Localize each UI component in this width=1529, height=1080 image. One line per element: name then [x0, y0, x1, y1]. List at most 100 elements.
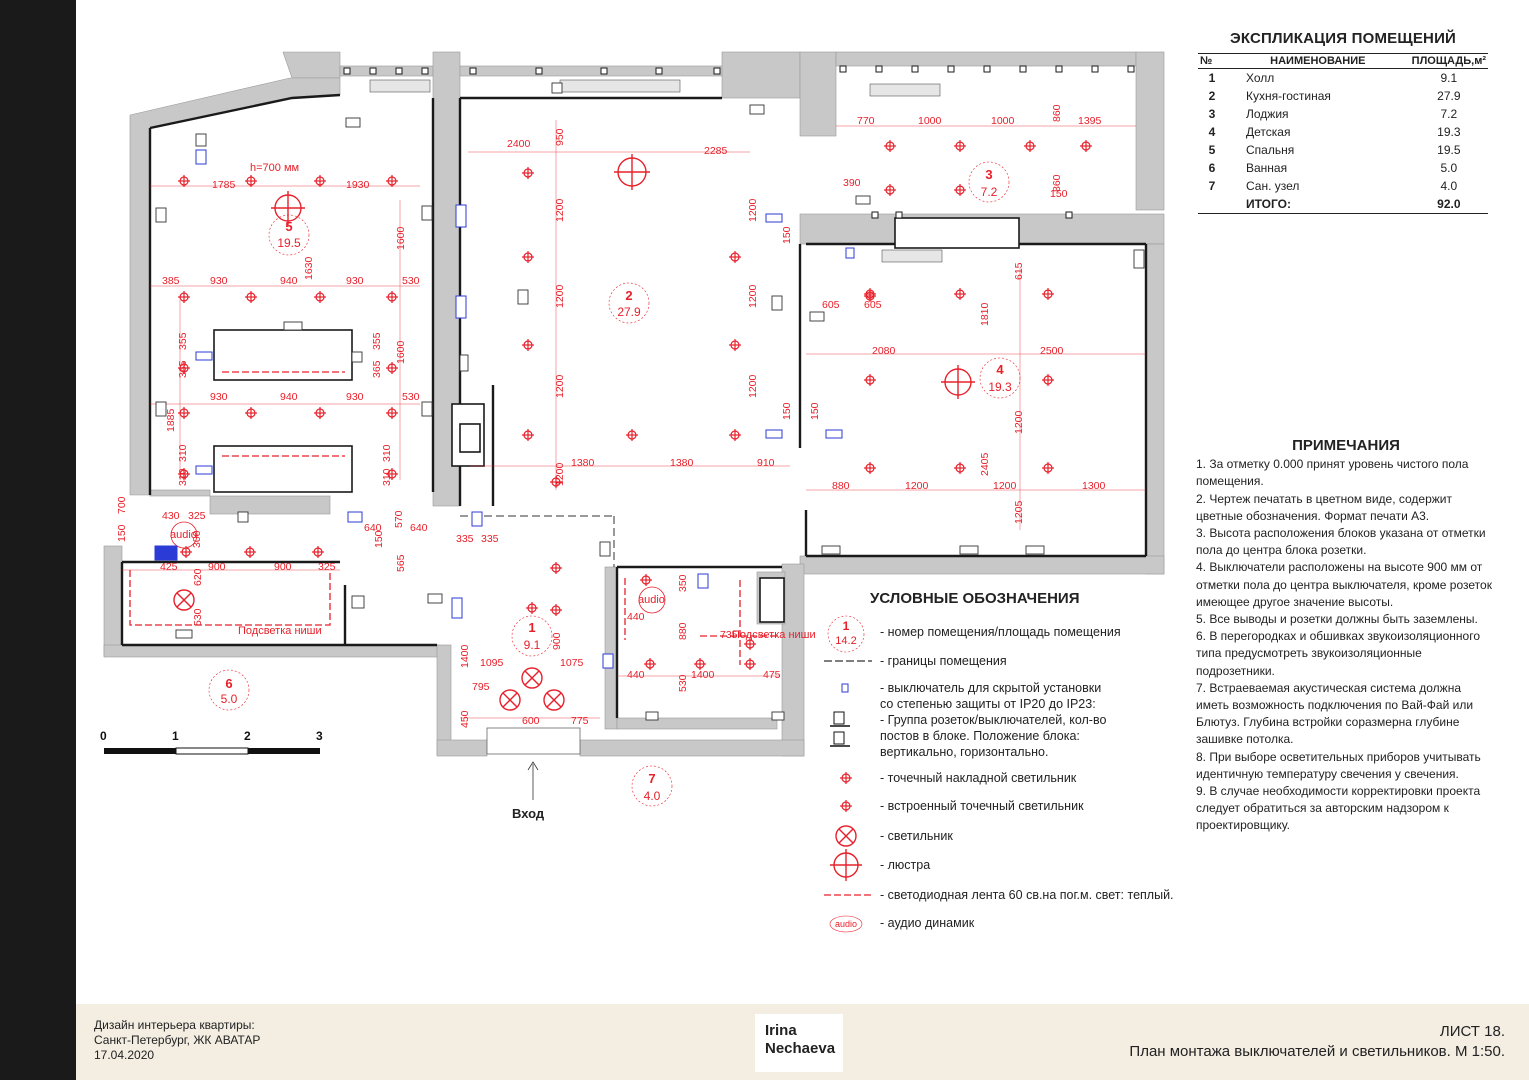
spot-light-icon [386, 291, 398, 303]
dim: 335 [481, 533, 499, 545]
legend-item: - границы помещения [880, 654, 1007, 668]
spot-light-icon [522, 429, 534, 441]
dim: 640 [410, 522, 428, 534]
notes-title: ПРИМЕЧАНИЯ [1292, 437, 1400, 454]
dim: 910 [757, 457, 775, 469]
spot-light-icon [729, 429, 741, 441]
spot-light-icon [550, 604, 562, 616]
room-7-number: 7 [648, 771, 655, 786]
dim: 930 [346, 275, 364, 287]
legend-item: - светильник [880, 829, 953, 843]
chandeliers [271, 154, 975, 399]
dim: 325 [188, 510, 206, 522]
spot-light-icon [744, 638, 756, 650]
dim: 365 [177, 360, 189, 378]
project-line-1: Дизайн интерьера квартиры: [94, 1018, 255, 1032]
spot-light-icon [1042, 374, 1054, 386]
windows [343, 65, 1135, 219]
dim: 795 [472, 681, 490, 693]
dim: 385 [162, 275, 180, 287]
dim: 430 [162, 510, 180, 522]
spot-light-icon [1042, 462, 1054, 474]
spot-light-icon [729, 251, 741, 263]
dim: 1300 [1082, 480, 1106, 492]
legend-item: - номер помещения/площадь помещения [880, 625, 1121, 639]
height-note: h=700 мм [250, 162, 299, 174]
logo-line-1: Irina [765, 1022, 797, 1039]
dim: 2400 [507, 138, 531, 150]
dim: 440 [627, 669, 645, 681]
dim: 1200 [747, 198, 759, 222]
spot-lights [178, 140, 1092, 670]
spot-light-icon [626, 429, 638, 441]
dim: 1380 [571, 457, 595, 469]
dim: 325 [318, 561, 336, 573]
audio-speakers [170, 521, 666, 614]
spot-light-icon [864, 374, 876, 386]
dim: 355 [177, 332, 189, 350]
spot-light-icon [314, 407, 326, 419]
dim: 1200 [554, 374, 566, 398]
note-item: 6. В перегородках и обшивках звукоизоляц… [1196, 629, 1481, 678]
dim: 950 [554, 128, 566, 146]
scale-label-0: 0 [100, 729, 107, 743]
spot-light-icon [1042, 288, 1054, 300]
dim: 425 [160, 561, 178, 573]
dim: 310 [177, 444, 189, 462]
spot-light-icon [245, 407, 257, 419]
dim: 735 [720, 629, 738, 641]
legend-item: - люстра [880, 858, 931, 872]
dim: 450 [459, 710, 471, 728]
dim: 2285 [704, 145, 728, 157]
spot-light-icon [314, 291, 326, 303]
spot-light-icon [864, 290, 876, 302]
room-3-area: 7.2 [981, 185, 998, 199]
spot-light-icon [314, 175, 326, 187]
room-5-number: 5 [285, 219, 292, 234]
dim: 1000 [991, 115, 1015, 127]
niche-light-label-6: Подсветка ниши [238, 625, 322, 637]
dim: 565 [395, 554, 407, 572]
spot-light-icon [1080, 140, 1092, 152]
audio-icon [829, 915, 863, 933]
dim: 150 [781, 402, 793, 420]
project-line-2: Санкт-Петербург, ЖК АВАТАР [94, 1033, 261, 1047]
dim: 530 [402, 275, 420, 287]
spot-light-icon [522, 251, 534, 263]
spot-light-icon [178, 362, 190, 374]
dim: 770 [857, 115, 875, 127]
dim: 310 [177, 468, 189, 486]
dim: 940 [280, 275, 298, 287]
spot-light-icon [386, 362, 398, 374]
dim: 605 [864, 299, 882, 311]
dim: 1380 [670, 457, 694, 469]
spot-light-icon [386, 468, 398, 480]
room-7-area: 4.0 [644, 789, 661, 803]
scale-bar: 0 1 2 3 [100, 729, 323, 755]
dim: 150 [1050, 188, 1068, 200]
dim: 615 [1013, 262, 1025, 280]
legend-room-area: 14.2 [835, 635, 856, 647]
dim: 2405 [979, 452, 991, 476]
dim: 1785 [212, 179, 236, 191]
legend-item: - встроенный точечный светильник [880, 799, 1084, 813]
room-2-number: 2 [625, 288, 632, 303]
luminaires [173, 589, 565, 711]
dim: 2500 [1040, 345, 1064, 357]
dim: 1200 [554, 284, 566, 308]
note-item: 5. Все выводы и розетки должны быть зазе… [1196, 612, 1478, 627]
room-4-area: 19.3 [988, 380, 1012, 394]
entrance-door [486, 727, 581, 800]
legend-item: - точечный накладной светильник [880, 771, 1077, 785]
socket-group-icon [833, 731, 845, 745]
spot-light-icon [640, 574, 652, 586]
spot-light-icon [312, 546, 324, 558]
spot-light-icon [178, 468, 190, 480]
recessed-spot-icon [840, 800, 852, 812]
dim: 365 [371, 360, 383, 378]
dim: 1205 [1013, 500, 1025, 524]
